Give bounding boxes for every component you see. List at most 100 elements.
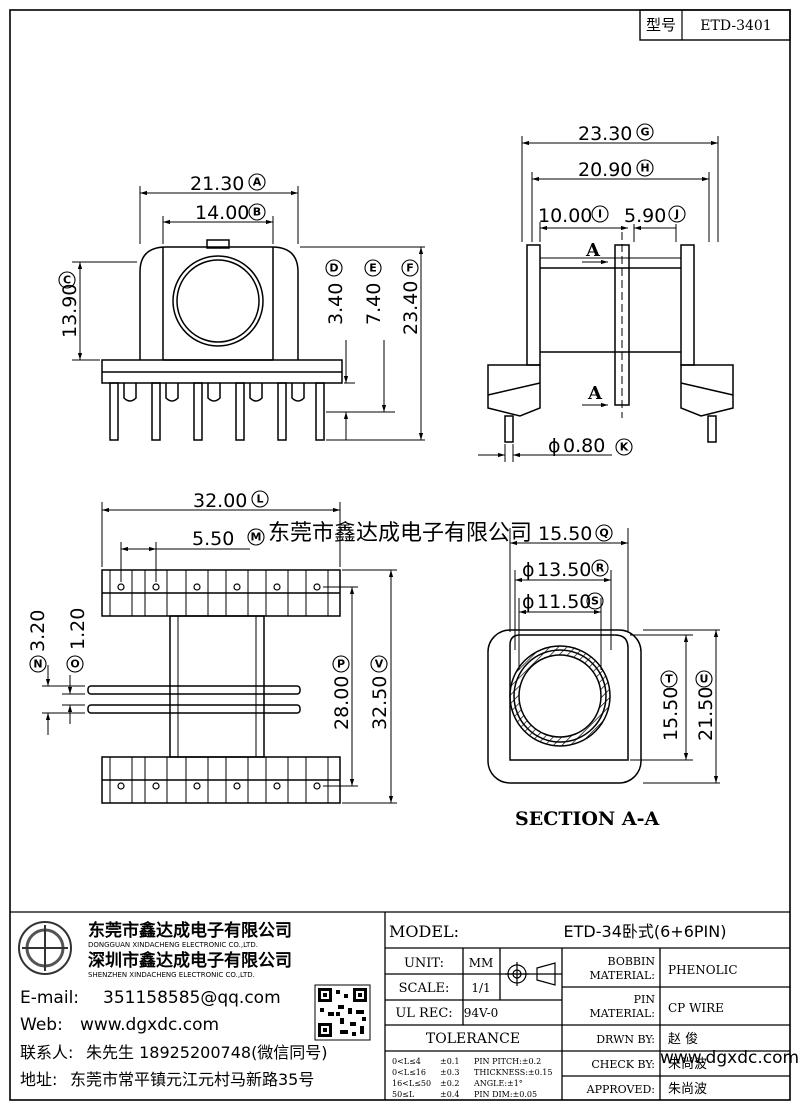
dim-phi-K: ϕ <box>548 435 561 457</box>
contact-label: 联系人: <box>20 1043 73 1062</box>
email-value: 351158585@qq.com <box>103 988 281 1008</box>
pin-label-2: MATERIAL: <box>589 1007 655 1020</box>
check-value: 朱尚波 <box>668 1057 707 1072</box>
dim-value-O: 1.20 <box>67 608 89 650</box>
header-model-label: 型号 <box>646 16 676 34</box>
dim-value-V: 32.50 <box>369 676 391 730</box>
company-name-cn-2: 深圳市鑫达成电子有限公司 <box>88 950 292 971</box>
dim-letter-E: E <box>369 262 377 275</box>
company-name-cn-1: 东莞市鑫达成电子有限公司 <box>88 920 292 941</box>
address-label: 地址: <box>20 1070 57 1089</box>
dim-letter-P: P <box>337 658 345 671</box>
dim-value-F: 23.40 <box>400 281 422 335</box>
bobbin-value: PHENOLIC <box>668 963 738 977</box>
dim-letter-S: S <box>591 595 599 608</box>
dim-value-C: 13.90 <box>59 284 81 338</box>
front-view-dim-text: 21.30 A 14.00 B C 13.90 D 3.40 E 7.40 F … <box>58 173 422 338</box>
company-info: 东莞市鑫达成电子有限公司 DONGGUAN XINDACHENG ELECTRO… <box>20 920 328 1089</box>
tol-item-1: THICKNESS:±0.15 <box>474 1068 552 1077</box>
scale-label: SCALE: <box>399 981 450 996</box>
tol-value-2: ±0.2 <box>440 1079 459 1088</box>
email-label: E-mail: <box>20 988 79 1008</box>
dim-value-L: 32.00 <box>193 490 247 512</box>
bottom-view-pin-holes <box>117 583 321 790</box>
section-title: SECTION A-A <box>515 808 660 830</box>
drawn-label: DRWN BY: <box>596 1033 655 1046</box>
dim-value-M: 5.50 <box>192 528 234 550</box>
dim-letter-J: J <box>674 208 679 221</box>
bottom-view-pin-cells-bottom <box>109 756 329 804</box>
tol-value-0: ±0.1 <box>440 1057 459 1066</box>
title-block-text: MODEL: ETD-34卧式(6+6PIN) UNIT: MM SCALE: … <box>389 922 799 1099</box>
dim-letter-I: I <box>598 208 602 221</box>
bottom-view-dimensions <box>42 502 397 804</box>
dim-value-B: 14.00 <box>195 202 249 224</box>
contact-value: 朱先生 18925200748(微信同号) <box>86 1043 328 1062</box>
bottom-view-dim-text: 32.00 L 5.50 M 3.20 N 1.20 O P 28.00 V 3… <box>27 490 391 730</box>
dim-value-H: 20.90 <box>578 159 632 181</box>
dim-letter-F: F <box>406 262 414 275</box>
tol-item-0: PIN PITCH:±0.2 <box>474 1057 541 1066</box>
bobbin-label-2: MATERIAL: <box>589 969 655 982</box>
company-logo-icon <box>18 921 72 975</box>
tolerance-label: TOLERANCE <box>426 1031 520 1047</box>
web-label: Web: <box>20 1015 63 1035</box>
dim-value-R: 13.50 <box>537 559 591 581</box>
tol-item-2: ANGLE:±1° <box>473 1079 523 1088</box>
section-mark-bottom: A <box>587 383 603 404</box>
section-view-dimensions <box>509 528 720 784</box>
section-view <box>487 629 642 784</box>
dim-letter-G: G <box>640 126 649 139</box>
front-view <box>101 239 343 441</box>
dim-value-U: 21.50 <box>695 687 717 741</box>
dim-letter-Q: Q <box>599 527 608 540</box>
front-view-pins <box>109 382 325 441</box>
tol-range-0: 0<L≤4 <box>392 1057 421 1066</box>
tol-value-1: ±0.3 <box>440 1068 459 1077</box>
dim-value-G: 23.30 <box>578 123 632 145</box>
projection-symbol-icon <box>505 962 556 986</box>
dim-value-T: 15.50 <box>660 687 682 741</box>
side-view <box>487 232 734 443</box>
approved-label: APPROVED: <box>586 1083 655 1096</box>
pin-label-1: PIN <box>634 993 656 1006</box>
sheet-border <box>9 9 791 1101</box>
dim-letter-C: C <box>63 274 71 287</box>
qr-code <box>314 984 371 1041</box>
dim-value-D: 3.40 <box>325 283 347 325</box>
dim-letter-M: M <box>251 531 262 544</box>
dim-letter-R: R <box>596 562 605 575</box>
title-block <box>10 911 790 1100</box>
center-watermark: 东莞市鑫达成电子有限公司 <box>268 521 532 546</box>
side-view-dimensions <box>478 136 719 462</box>
tol-range-1: 0<L≤16 <box>392 1068 426 1077</box>
check-label: CHECK BY: <box>591 1058 655 1071</box>
bottom-view <box>87 569 341 804</box>
dim-letter-N: N <box>33 658 42 671</box>
dim-value-E: 7.40 <box>363 283 385 325</box>
company-name-en-1: DONGGUAN XINDACHENG ELECTRONIC CO.,LTD. <box>88 941 258 949</box>
title-block-watermark: www.dgxdc.com <box>660 1048 799 1068</box>
pin-value: CP WIRE <box>668 1001 724 1015</box>
company-name-en-2: SHENZHEN XINDACHENG ELECTRONIC CO.,LTD. <box>88 971 255 979</box>
ulrec-label: UL REC: <box>395 1006 452 1021</box>
dim-letter-H: H <box>640 162 649 175</box>
front-view-dimensions <box>72 186 425 441</box>
dim-phi-R: ϕ <box>522 559 535 581</box>
dim-value-P: 28.00 <box>331 676 353 730</box>
tol-range-2: 16<L≤50 <box>392 1079 431 1088</box>
ulrec-value: 94V-0 <box>464 1006 499 1020</box>
tol-item-3: PIN DIM:±0.05 <box>474 1090 537 1099</box>
model-value: ETD-34卧式(6+6PIN) <box>564 922 727 941</box>
dim-letter-T: T <box>665 673 673 686</box>
dim-letter-D: D <box>329 262 338 275</box>
side-view-dim-text: 23.30 G 20.90 H 10.00 I 5.90 J A A ϕ 0.8… <box>538 123 686 457</box>
dim-value-A: 21.30 <box>190 173 244 195</box>
header-model-value: ETD-3401 <box>700 18 771 34</box>
unit-value: MM <box>469 956 494 970</box>
dim-value-J: 5.90 <box>624 205 666 227</box>
drawn-value: 赵 俊 <box>668 1032 698 1047</box>
tol-range-3: 50≤L <box>392 1090 415 1099</box>
